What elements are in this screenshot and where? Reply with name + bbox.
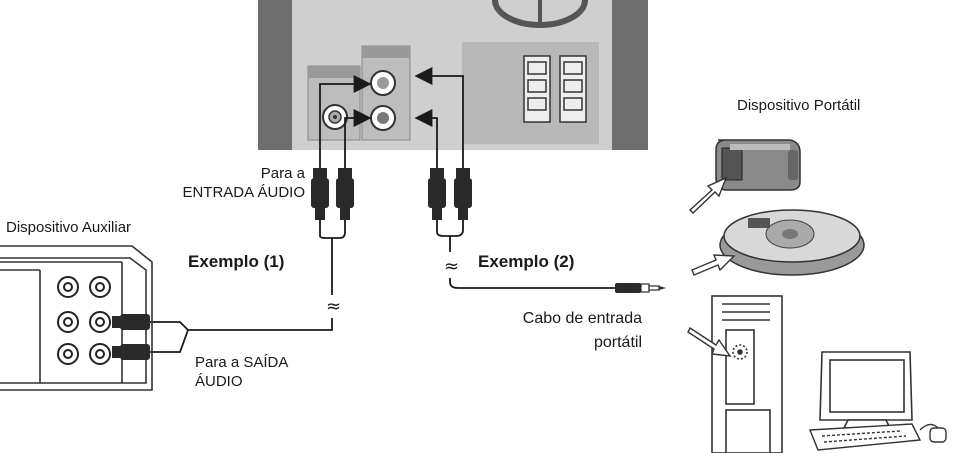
aux-jacks bbox=[57, 276, 111, 365]
label-to-audio-input-line-1: Para a bbox=[260, 165, 305, 182]
antenna-jack bbox=[322, 104, 348, 130]
label-example-1: Exemplo (1) bbox=[188, 252, 285, 271]
cable-example-2 bbox=[414, 67, 615, 289]
main-unit-rear-panel bbox=[258, 0, 648, 150]
cable-example-1 bbox=[150, 75, 372, 353]
desktop-monitor bbox=[819, 351, 913, 429]
mini-jack-plug bbox=[615, 283, 666, 293]
label-portable-device: Dispositivo Portátil bbox=[737, 97, 861, 114]
break-symbol-2: ≈ bbox=[444, 256, 459, 277]
audio-in-jack-bottom bbox=[370, 105, 396, 131]
arrow-to-computer bbox=[687, 326, 732, 357]
arrow-to-cd-player bbox=[691, 254, 736, 276]
keyboard-and-mouse bbox=[808, 423, 947, 451]
portable-device-cd-player bbox=[719, 209, 865, 276]
label-to-audio-output-line-1: Para a SAÍDA bbox=[195, 354, 289, 371]
label-to-audio-input-line-2: ENTRADA ÁUDIO bbox=[182, 184, 305, 201]
label-portable-input-cable: Cabo de entrada portátil bbox=[523, 307, 642, 355]
desktop-computer-tower bbox=[711, 295, 783, 453]
label-portable-input-cable-line-2: portátil bbox=[593, 334, 642, 351]
speaker-terminals bbox=[523, 55, 587, 123]
rca-plugs-input-2 bbox=[428, 168, 472, 220]
label-to-audio-output-line-2: ÁUDIO bbox=[195, 373, 243, 390]
portable-device-cassette bbox=[715, 139, 801, 191]
break-symbol-1: ≈ bbox=[326, 296, 341, 317]
rca-plugs-input-1 bbox=[311, 168, 354, 220]
rca-plugs-output bbox=[112, 314, 150, 360]
label-to-audio-output: Para a SAÍDA ÁUDIO bbox=[195, 353, 288, 391]
label-portable-input-cable-line-1: Cabo de entrada bbox=[522, 310, 642, 327]
label-example-2: Exemplo (2) bbox=[478, 252, 575, 271]
arrow-to-cassette bbox=[688, 176, 728, 214]
label-to-audio-input: Para a ENTRADA ÁUDIO bbox=[182, 164, 305, 202]
auxiliary-device-illustration bbox=[0, 245, 153, 391]
audio-in-jack-top bbox=[370, 70, 396, 96]
label-auxiliary-device: Dispositivo Auxiliar bbox=[6, 219, 132, 236]
